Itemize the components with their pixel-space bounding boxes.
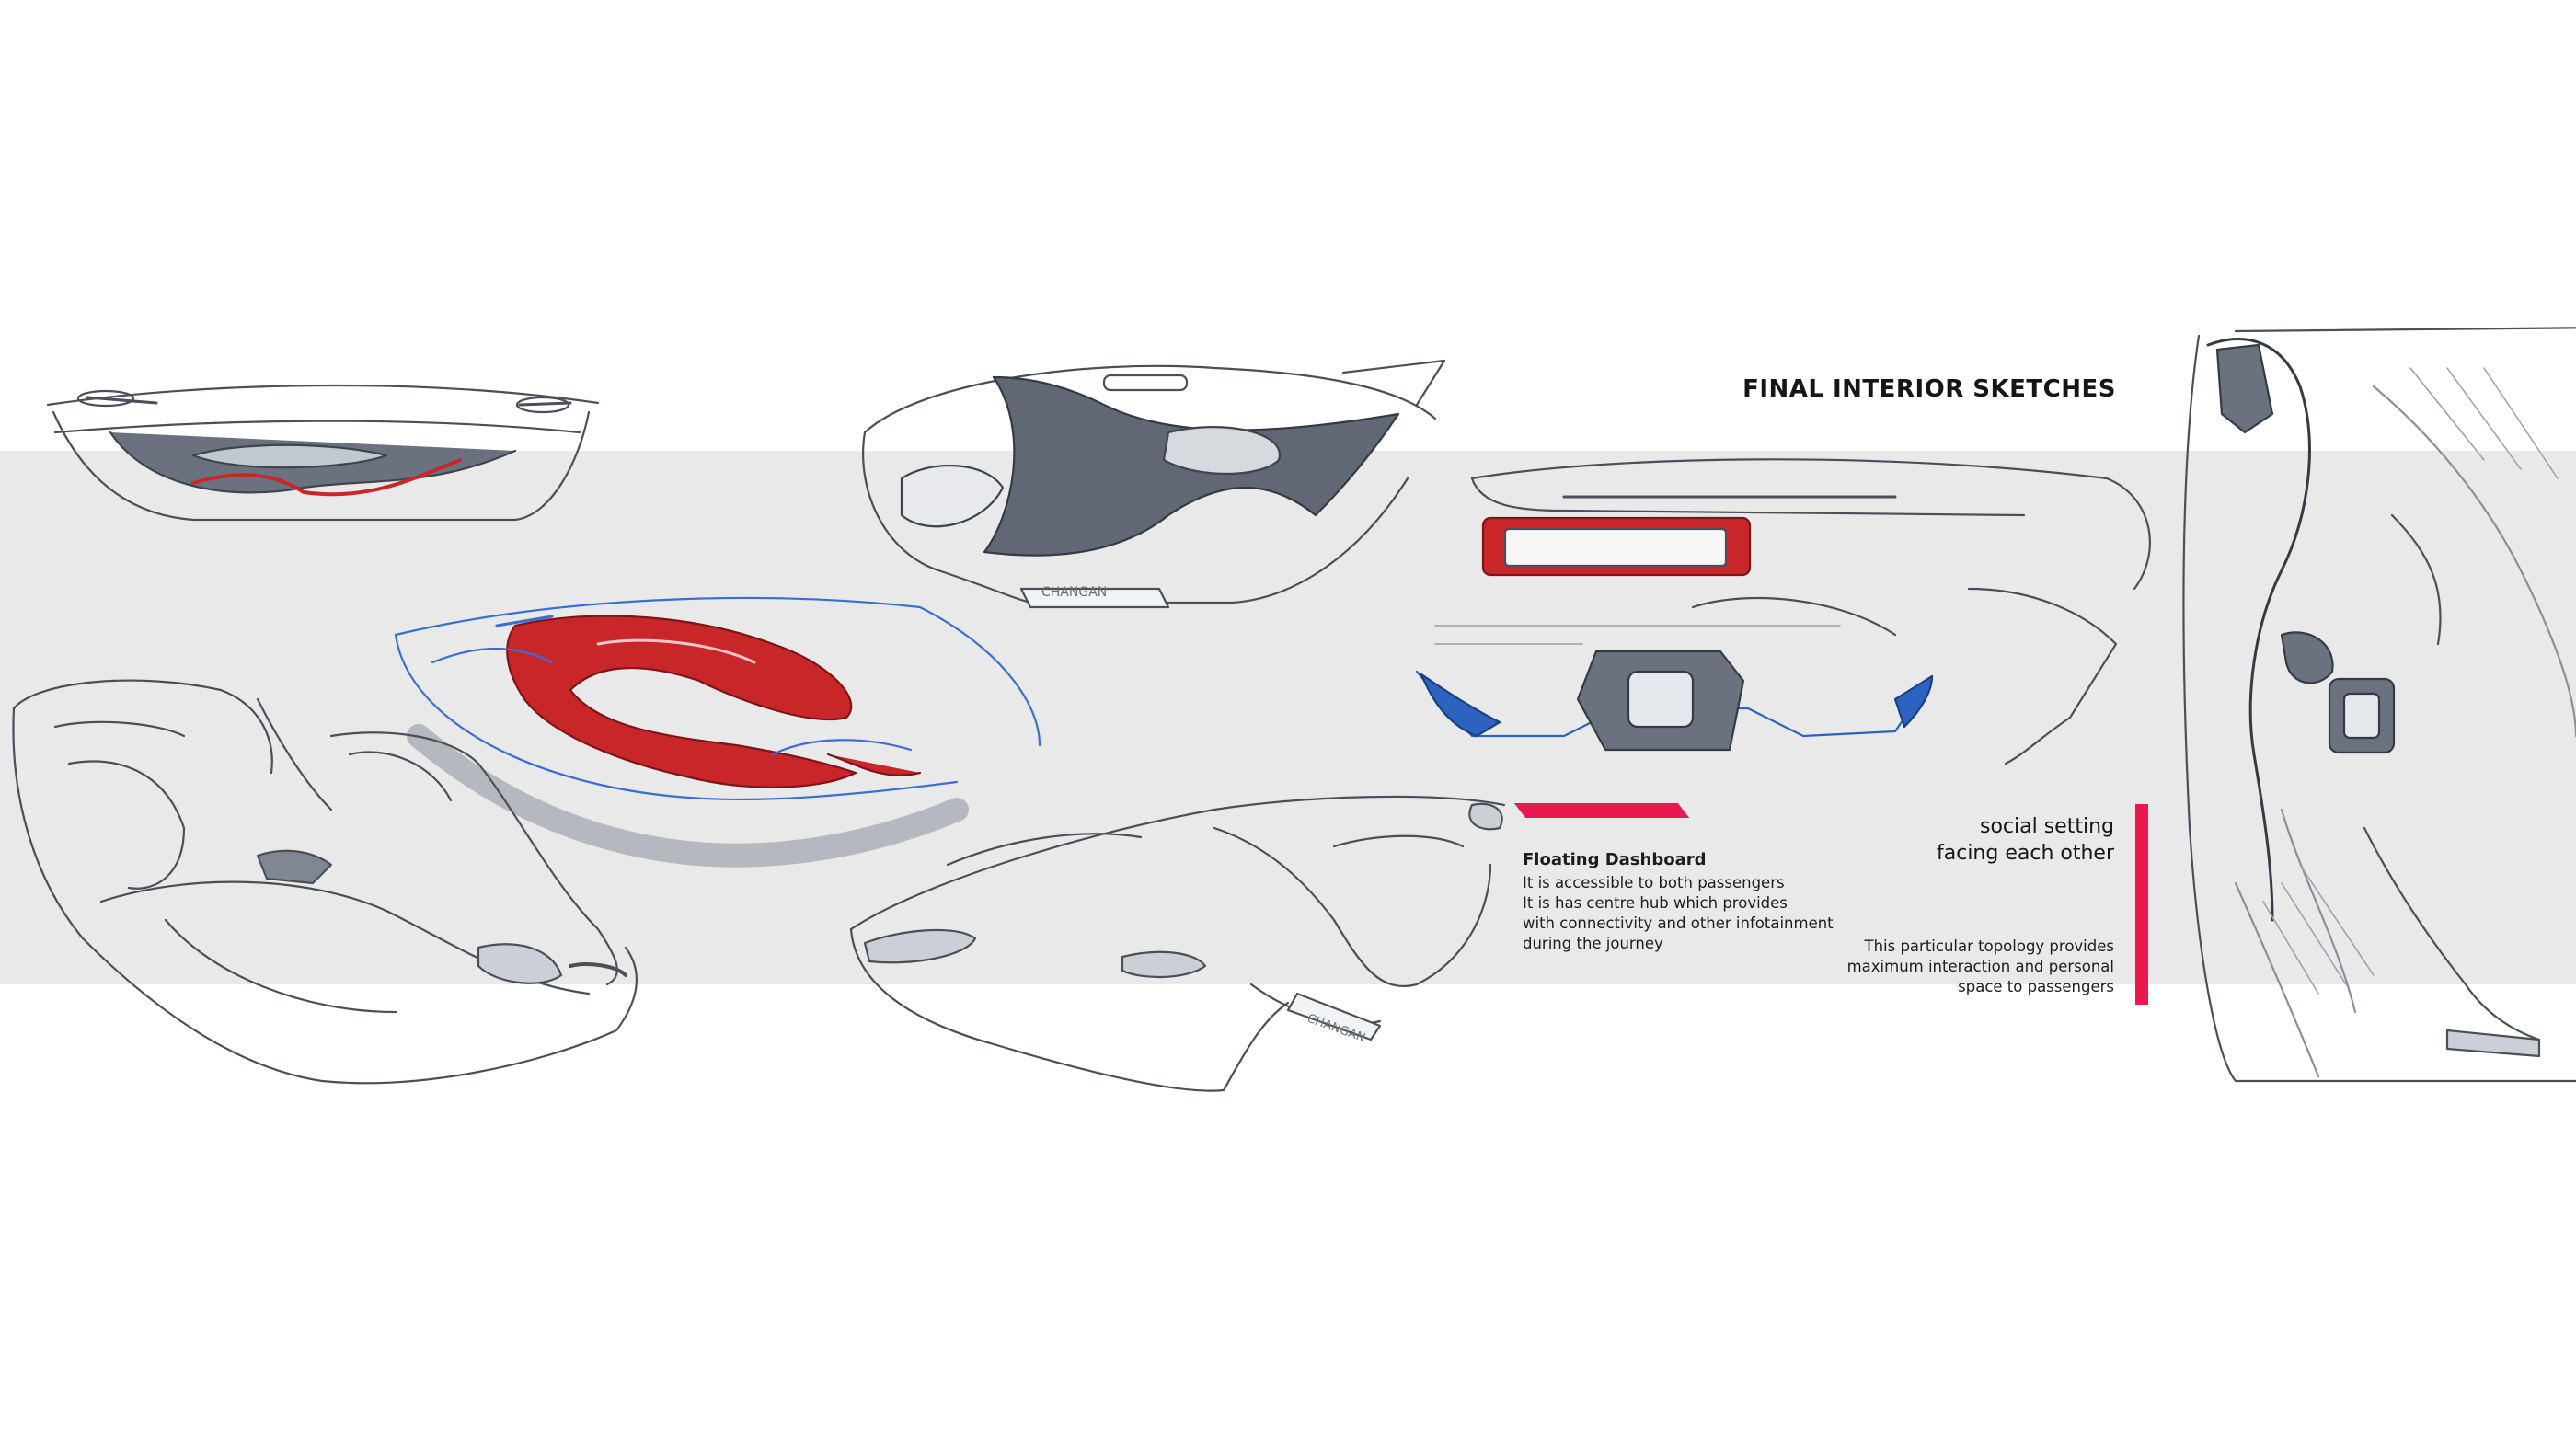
sketch-cockpit-top-center: CHANGAN: [862, 359, 1446, 609]
floating-dashboard-line: during the journey: [1523, 935, 1663, 952]
floating-dashboard-note: Floating Dashboard It is accessible to b…: [1523, 850, 1872, 954]
topology-line: space to passengers: [1958, 978, 2114, 995]
floating-dashboard-line: It is has centre hub which provides: [1523, 894, 1788, 912]
page-title: FINAL INTERIOR SKETCHES: [1742, 375, 2116, 403]
floating-dashboard-line: It is accessible to both passengers: [1523, 874, 1785, 891]
accent-bar-horizontal: [1513, 803, 1690, 818]
social-setting-line: facing each other: [1937, 842, 2114, 865]
topology-line: This particular topology provides: [1864, 937, 2115, 955]
accent-bar-vertical: [2135, 804, 2148, 1005]
floating-dashboard-line: with connectivity and other infotainment: [1523, 914, 1834, 932]
sketch-dashboard-screen-hub: [1415, 458, 2151, 765]
sketch-dashboard-top-left: [46, 384, 600, 522]
topology-note: This particular topology provides maximu…: [1785, 937, 2114, 997]
brand-mark-changan-top: CHANGAN: [1041, 585, 1107, 600]
social-setting-line: social setting: [1980, 815, 2114, 838]
sketch-top-view: [2182, 327, 2576, 1083]
sketch-seats-center: CHANGAN: [849, 795, 1506, 1092]
topology-line: maximum interaction and personal: [1846, 958, 2114, 975]
sketch-seats-left: [12, 679, 638, 1085]
social-setting-note: social setting facing each other: [1803, 813, 2114, 867]
floating-dashboard-heading: Floating Dashboard: [1523, 850, 1707, 869]
sketch-red-dashboard: [394, 596, 1041, 868]
